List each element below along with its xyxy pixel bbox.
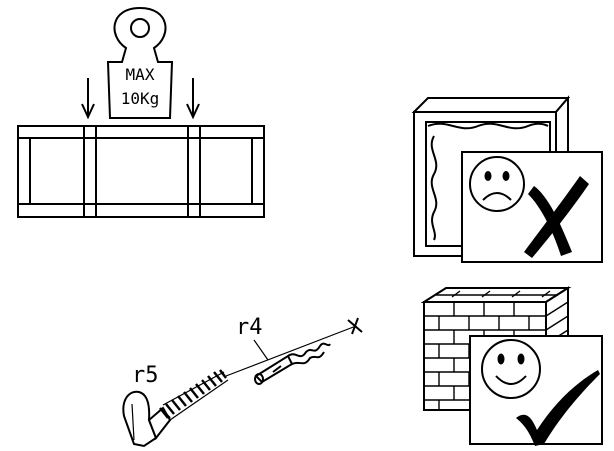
shelf-frame (17, 125, 265, 218)
suitable-wall-panel (420, 286, 603, 446)
smiley-face-icon (481, 339, 541, 399)
right-sign (469, 335, 603, 446)
drill-axis-line (225, 325, 357, 377)
weight-icon: MAX 10Kg (106, 6, 174, 119)
sad-face-icon (469, 156, 525, 212)
anchor-coil (159, 369, 227, 419)
weight-label-max: MAX (126, 65, 155, 84)
down-arrow-right-icon (186, 78, 200, 120)
down-arrow-left-icon (81, 78, 95, 120)
max-load-panel: MAX 10Kg (17, 6, 265, 218)
check-mark-icon (516, 370, 600, 446)
weight-label-10kg: 10Kg (121, 89, 160, 108)
unsuitable-wall-panel (411, 95, 603, 263)
cross-mark-icon (524, 176, 589, 258)
wall-anchor-panel: r5 r4 (122, 315, 363, 448)
large-anchor-screw (122, 369, 229, 448)
drill-point-cross-icon (347, 317, 363, 335)
label-r4: r4 (236, 315, 263, 340)
wrong-sign (461, 151, 603, 263)
small-anchor-plug (254, 342, 331, 385)
label-r5: r5 (132, 363, 159, 388)
label-r4-leader (253, 339, 269, 361)
